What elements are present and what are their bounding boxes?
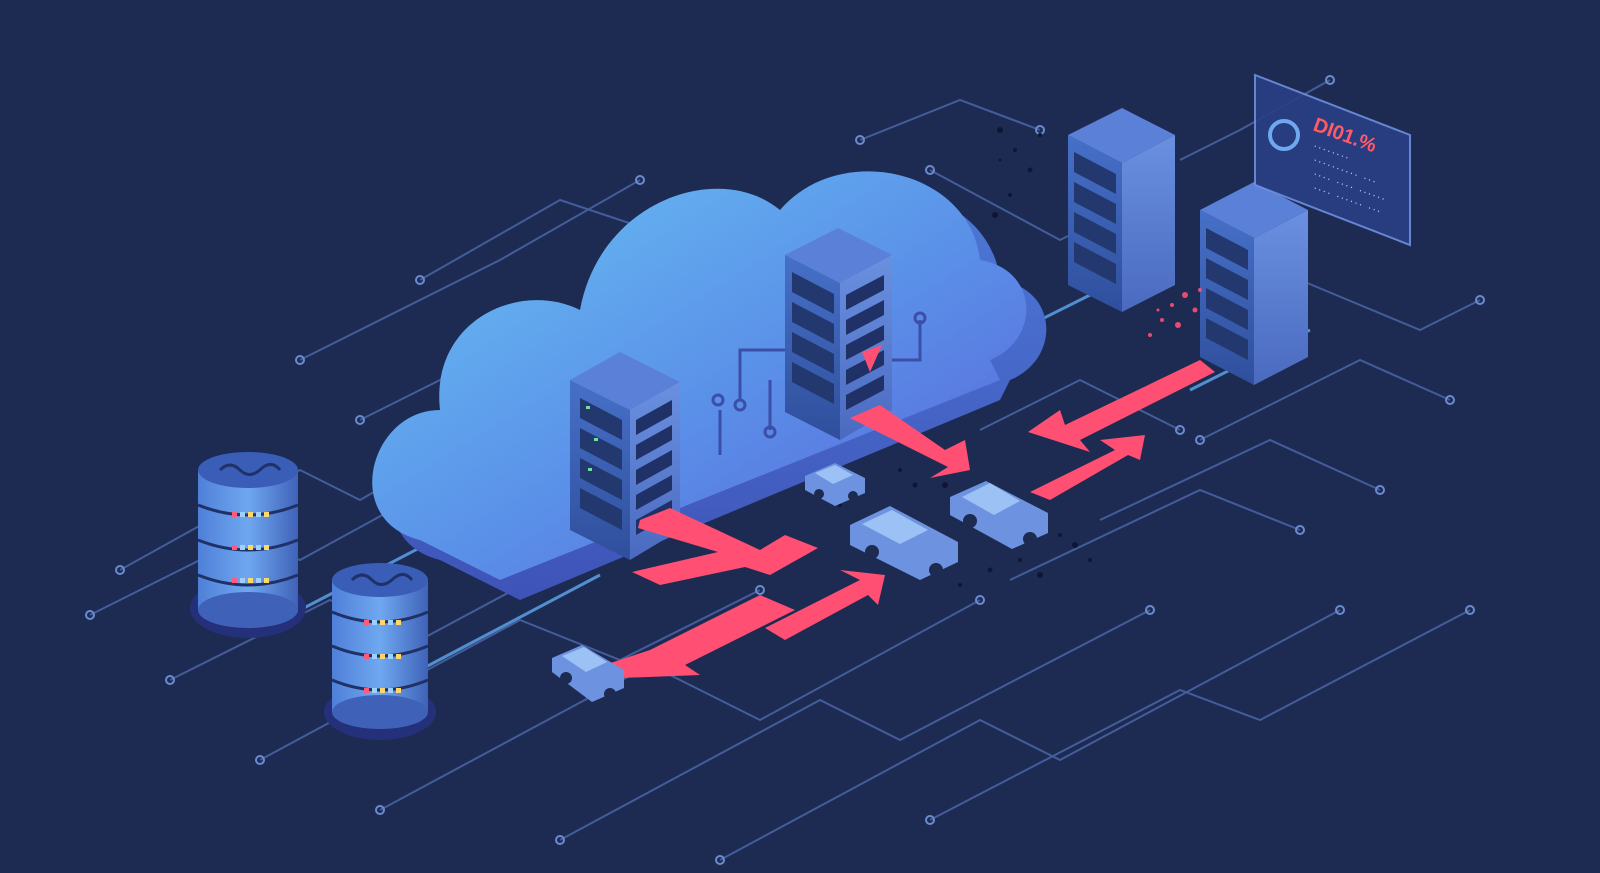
status-ring-icon <box>1268 119 1300 151</box>
arrow-icon <box>765 570 885 640</box>
arrow-icon <box>850 405 970 478</box>
arrow-icon <box>1028 360 1215 452</box>
debris-particles <box>838 127 1092 587</box>
car-icon <box>850 506 958 580</box>
car-icon <box>552 645 624 702</box>
server-rack-cloud-center <box>785 228 892 440</box>
monitor-panel: DI01.% ········ ·········· ··· ···· ····… <box>1254 73 1411 247</box>
server-rack-top-right <box>1068 108 1175 312</box>
car-icon <box>950 481 1048 549</box>
arrow-icon <box>632 508 818 585</box>
arrow-icon <box>595 595 795 678</box>
traffic-arrows <box>595 360 1215 678</box>
database-icon-left <box>190 452 306 638</box>
database-icon-right <box>324 563 436 740</box>
car-icon <box>805 463 865 506</box>
arrow-icon <box>1030 435 1145 500</box>
